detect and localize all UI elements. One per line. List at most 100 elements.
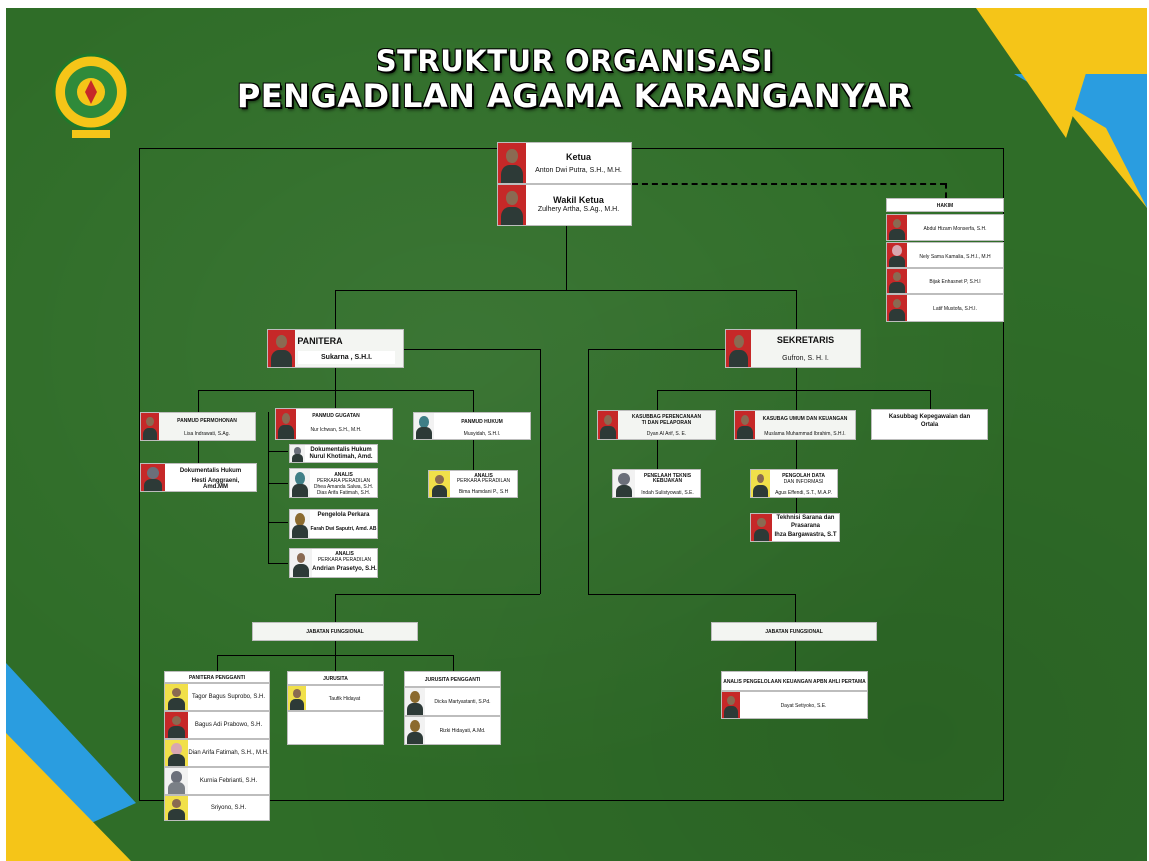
panitera-label: PANITERA <box>297 336 343 346</box>
connector-line <box>270 800 1004 801</box>
panitera-pengganti-name: Tagor Bagus Suprobo, S.H. <box>191 694 266 700</box>
kasubbag-umum-box: KASUBAG UMUM DAN KEUANGAN Muslama Muhamm… <box>734 410 856 440</box>
jurusita-pengganti-label: JURUSITA PENGGANTI <box>424 677 481 683</box>
connector-line <box>473 390 474 412</box>
connector-line <box>268 412 269 564</box>
connector-line <box>796 368 797 390</box>
connector-line <box>630 148 1004 149</box>
connector-line <box>268 483 288 484</box>
analis-perkara-label2: PERKARA PERADILAN <box>317 557 372 563</box>
kasubbag-kepegawaian-label: Kasubbag Kepegawaian dan <box>888 414 971 420</box>
connector-line <box>335 390 336 410</box>
hakim-member: Bijak Enhasnet P, S.H.I <box>886 268 1004 294</box>
hakim-photo <box>887 215 907 240</box>
analis-perkara-photo <box>290 469 310 497</box>
analis-perkara-label: ANALIS <box>474 473 493 479</box>
jurusita-pengganti-member: Dicka Martyastanti, S.Pd. <box>404 687 501 716</box>
hakim-member: Abdul Hizam Monserfa, S.H. <box>886 214 1004 241</box>
jurusita-pengganti-name: Dicka Martyastanti, S.Pd. <box>434 699 491 705</box>
sekretaris-photo <box>726 330 751 367</box>
panitera-name: Sukarna , S.H.I. <box>298 351 395 364</box>
analis-keuangan-name: Dayat Setiyoko, S.E. <box>780 703 827 709</box>
panmud-hukum-name: Musyidah, S.H.I. <box>463 431 501 437</box>
panmud-permohonan-name: Lisa Indrawati, S.Ag. <box>184 431 230 437</box>
hakim-label: HAKIM <box>936 203 954 209</box>
connector-line <box>335 290 336 330</box>
kasubbag-perencanaan-label: KASUBBAG PERENCANAAN <box>631 414 702 420</box>
panitera-pengganti-member: Kurnia Febrianti, S.H. <box>164 767 270 795</box>
connector-line <box>139 800 164 801</box>
connector-line <box>268 451 288 452</box>
jurusita-empty-slot <box>287 711 384 745</box>
kasubbag-umum-photo <box>735 411 755 439</box>
dashed-connector <box>945 183 947 198</box>
jurusita-member: Taufik Hidayat <box>287 685 384 711</box>
teknisi-sarana-box: Tekhnisi Sarana dan Prasarana Ihza Barga… <box>750 513 840 542</box>
connector-line <box>795 594 796 622</box>
sekretaris-label: SEKRETARIS <box>776 335 835 345</box>
wakil-ketua-label: Wakil Ketua <box>553 195 604 205</box>
connector-line <box>796 498 797 514</box>
connector-line <box>588 349 726 350</box>
connector-line <box>268 563 288 564</box>
wakil-ketua-photo <box>498 185 526 225</box>
panmud-hukum-box: PANMUD HUKUM Musyidah, S.H.I. <box>413 412 531 440</box>
connector-line <box>139 148 503 149</box>
pengelola-perkara-name: Farah Dwi Saputri, Amd. AB <box>310 526 377 532</box>
hakim-member-name: Nely Sama Kamalia, S.H.I., M.H <box>919 254 991 260</box>
panmud-gugatan-box: PANMUD GUGATAN Nur Ichwan, S.H., M.H. <box>275 408 393 440</box>
pengelola-perkara-photo <box>290 510 310 538</box>
panitera-box: PANITERA Sukarna , S.H.I. <box>267 329 404 368</box>
connector-line <box>1003 148 1004 800</box>
connector-line <box>796 390 797 410</box>
analis-perkara-name: Dhea Amanda Salwa, S.H. <box>313 484 374 490</box>
wakil-ketua-name: Zulhery Artha, S.Ag., M.H. <box>537 206 620 213</box>
kasubbag-perencanaan-box: KASUBBAG PERENCANAAN TI DAN PELAPORAN Dy… <box>597 410 716 440</box>
ketua-box: Ketua Anton Dwi Putra, S.H., M.H. <box>497 142 632 184</box>
panitera-pengganti-name: Bagus Adi Prabowo, S.H. <box>194 722 263 728</box>
pengolah-data-name: Agus Effendi, S.T., M.A.P. <box>775 490 832 496</box>
analis-perkara-label2: PERKARA PERADILAN <box>456 478 511 484</box>
connector-line <box>335 594 540 595</box>
panitera-pengganti-photo <box>165 712 188 738</box>
analis-perkara-box: ANALIS PERKARA PERADILAN Bima Hamdani P.… <box>428 470 518 498</box>
jurusita-pengganti-photo <box>405 717 425 744</box>
analis-perkara-label2: PERKARA PERADILAN <box>316 478 371 484</box>
kasubbag-umum-name: Muslama Muhammad Ibrahim, S.H.I. <box>764 431 846 437</box>
analis-perkara-name: Dias Arifa Fatimah, S.H. <box>316 490 371 496</box>
pengelola-perkara-box: Pengelola Perkara Farah Dwi Saputri, Amd… <box>289 509 378 539</box>
panmud-gugatan-name: Nur Ichwan, S.H., M.H. <box>310 427 362 433</box>
kasubbag-perencanaan-name: Dyan Al Arif, S. E. <box>646 431 687 437</box>
jurusita-pengganti-header: JURUSITA PENGGANTI <box>404 671 501 687</box>
connector-line <box>139 148 140 800</box>
analis-perkara-photo <box>429 471 450 497</box>
dokumentalis-hukum-label: Dokumentalis Hukum <box>310 447 372 453</box>
connector-line <box>453 655 454 671</box>
hakim-member: Latif Mustofa, S.H.I. <box>886 294 1004 322</box>
hakim-member-name: Latif Mustofa, S.H.I. <box>933 306 977 312</box>
hakim-member-name: Abdul Hizam Monserfa, S.H. <box>923 226 987 232</box>
connector-line <box>796 290 797 330</box>
dokumentalis-hukum-box: Dokumentalis Hukum Hesti Anggraeni, Amd.… <box>140 463 257 492</box>
kasubbag-perencanaan-label2: TI DAN PELAPORAN <box>641 420 692 426</box>
bottom-left-corner-decoration <box>6 663 136 861</box>
analis-keuangan-header: ANALIS PENGELOLAAN KEUANGAN APBN AHLI PE… <box>721 671 868 691</box>
dokumentalis-hukum-label: Dokumentalis Hukum <box>179 468 242 474</box>
panitera-pengganti-header: PANITERA PENGGANTI <box>164 671 270 683</box>
sekretaris-box: SEKRETARIS Gufron, S. H. I. <box>725 329 861 368</box>
connector-line <box>335 368 336 390</box>
analis-keuangan-member: Dayat Setiyoko, S.E. <box>721 691 868 719</box>
analis-perkara-photo <box>290 549 312 577</box>
pengolah-data-photo <box>751 470 770 497</box>
dokumentalis-hukum-photo <box>141 464 165 491</box>
panmud-gugatan-label: PANMUD GUGATAN <box>312 413 360 419</box>
dokumentalis-hukum-photo <box>290 445 305 462</box>
chart-title-line2: PENGADILAN AGAMA KARANGANYAR <box>236 77 913 115</box>
penelaah-teknis-box: PENELAAH TEKNIS KEBIJAKAN Indah Sulistyo… <box>612 469 701 498</box>
connector-line <box>217 655 218 671</box>
panmud-hukum-label: PANMUD HUKUM <box>461 419 503 425</box>
analis-keuangan-label: ANALIS PENGELOLAAN KEUANGAN APBN AHLI PE… <box>723 679 866 685</box>
panitera-pengganti-photo <box>165 740 188 766</box>
panitera-pengganti-member: Sriyono, S.H. <box>164 795 270 821</box>
wakil-ketua-box: Wakil Ketua Zulhery Artha, S.Ag., M.H. <box>497 184 632 226</box>
